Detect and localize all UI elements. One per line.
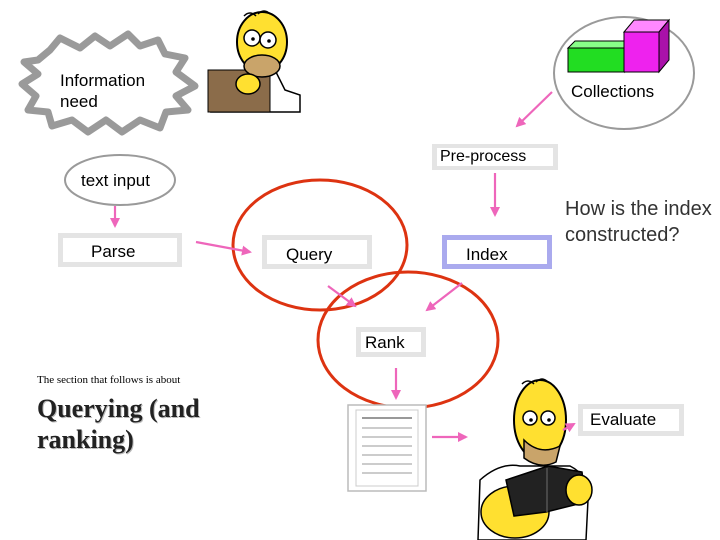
text-input-ellipse (64, 154, 176, 206)
pre-process-label: Pre-process (440, 148, 527, 165)
query-ellipse (231, 178, 409, 312)
arrow-index-to-rank (425, 282, 463, 312)
arrow-homer-to-evaluate (562, 423, 576, 433)
section-title: Querying (and ranking) (37, 394, 200, 454)
parse-label: Parse (91, 242, 136, 261)
information-need-burst (18, 30, 199, 136)
information-need-label: Information need (60, 71, 146, 111)
parse-box (58, 233, 182, 267)
rank-label: Rank (365, 333, 405, 352)
index-label: Index (466, 245, 508, 264)
results-document-icon (347, 404, 427, 492)
text-input-label: text input (81, 171, 150, 190)
arrow-parse-to-query (195, 240, 252, 256)
flow-arrows (110, 91, 576, 442)
pre-process-box (432, 144, 558, 170)
homer-reading-icon (477, 378, 593, 540)
rank-box (356, 327, 426, 357)
section-intro: The section that follows is about (37, 374, 181, 386)
arrow-query-to-rank (327, 285, 357, 308)
collections-ellipse (553, 16, 695, 130)
arrow-collections-to-preprocess (515, 91, 553, 128)
query-box (262, 235, 372, 269)
homer-thinking-icon (207, 10, 301, 113)
collections-cubes-icon (566, 18, 671, 74)
evaluate-label: Evaluate (590, 410, 657, 429)
index-box (442, 235, 552, 269)
index-question-note: How is the index constructed? (565, 198, 712, 246)
evaluate-box (578, 404, 684, 436)
query-label: Query (286, 245, 333, 264)
collections-label: Collections (571, 82, 655, 101)
